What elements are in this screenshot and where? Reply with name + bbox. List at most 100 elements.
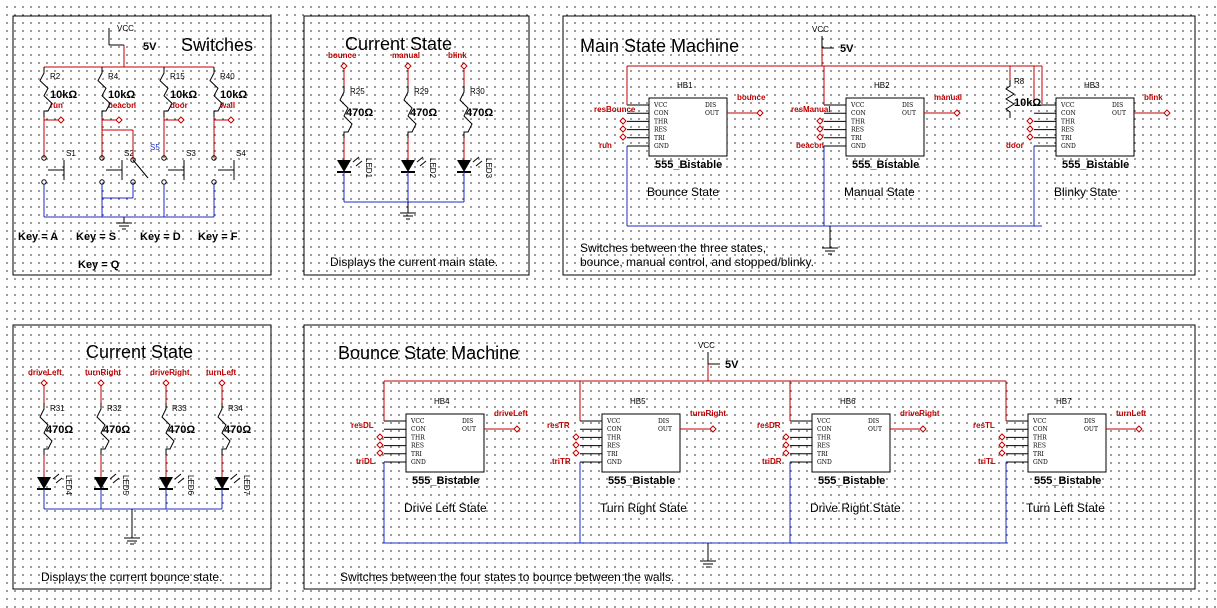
chip-pin-left: RES: [817, 443, 830, 450]
chip-in-port: [572, 433, 580, 441]
chip-out-port: [1135, 425, 1143, 433]
chip-out-port: [756, 109, 764, 117]
led-resistor: [459, 86, 473, 138]
chip-in-port: [998, 433, 1006, 441]
switch-net-port: [177, 116, 185, 124]
led-diode: [159, 477, 173, 489]
chip-tri-label: door: [1006, 141, 1024, 150]
chip-pin-right: OUT: [705, 110, 719, 117]
main-state-machine-panel: [562, 15, 1196, 276]
chip-pin-right: DIS: [462, 418, 473, 425]
chip-res-label: resBounce: [594, 105, 636, 114]
chip-in-port: [619, 125, 627, 133]
chip-state-label: Drive Left State: [404, 501, 487, 515]
chip-pin-right: OUT: [658, 426, 672, 433]
led-diode-ray2: [475, 160, 483, 167]
chip-part: 555_Bistable: [818, 475, 885, 487]
chip-out-label: turnRight: [690, 409, 726, 418]
vcc-volt-main: 5V: [840, 43, 854, 55]
chip-in-port: [998, 449, 1006, 457]
led-net-label: driveRight: [150, 368, 190, 377]
led-ref: LED6: [186, 475, 195, 496]
chip-pin-right: OUT: [1084, 426, 1098, 433]
led-resistor-value: 470Ω: [103, 424, 130, 436]
chip-in-port: [782, 449, 790, 457]
vcc-volt-switches: 5V: [143, 41, 157, 53]
chip-pin-left: TRI: [851, 135, 863, 142]
key-s-label: Key = S: [76, 231, 116, 243]
chip-tri-label: beacon: [796, 141, 824, 150]
vcc-label-main: VCC: [812, 25, 829, 34]
chip-ref: HB6: [840, 397, 856, 406]
led-net-label: turnLeft: [206, 368, 237, 377]
chip-pin-left: VCC: [606, 418, 621, 425]
chip-pin-left: RES: [654, 127, 667, 134]
led-resistor: [96, 403, 110, 455]
chip-in-port: [1026, 125, 1034, 133]
chip-state-label: Turn Right State: [600, 501, 687, 515]
switch-contact: [161, 179, 167, 185]
chip-res-label: resDL: [351, 421, 374, 430]
chip-out-label: driveRight: [900, 409, 940, 418]
led-diode-ray1: [109, 473, 117, 480]
led-resistor: [39, 403, 53, 455]
chip-pin-right: DIS: [1084, 418, 1095, 425]
led-diode-ray2: [355, 160, 363, 167]
led-resistor-ref: R32: [107, 404, 122, 413]
led-net-port: [340, 62, 348, 70]
switch-contact: [41, 179, 47, 185]
ground-symbol-switches: [115, 222, 133, 230]
switch-resistor-ref: R4: [108, 72, 119, 81]
chip-pin-left: THR: [851, 118, 865, 125]
chip-pin-left: THR: [411, 434, 425, 441]
switch-columns: R210kΩrunS1R410kΩbeaconS2R1510kΩdoorS3R4…: [39, 67, 247, 217]
chip-res-label: resTR: [547, 421, 570, 430]
chip-out-port: [709, 425, 717, 433]
led-diode-ray2: [177, 477, 185, 484]
chip-pin-left: THR: [654, 118, 668, 125]
s5-label: S5: [150, 143, 160, 152]
current-main-state-caption: Displays the current main state.: [330, 255, 498, 269]
led-net-port: [404, 62, 412, 70]
chip-pin-left: RES: [1033, 443, 1046, 450]
switch-contact: [99, 179, 105, 185]
switch-net-port: [57, 116, 65, 124]
chip-part: 555_Bistable: [1062, 159, 1129, 171]
switch-resistor: [209, 67, 223, 117]
chip-ref: HB5: [630, 397, 646, 406]
chip-out-port: [953, 109, 961, 117]
ground-symbol-bounce-sm: [699, 560, 717, 568]
led-diode: [94, 477, 108, 489]
switch-resistor-ref: R40: [220, 72, 235, 81]
chip-pin-left: CON: [411, 426, 426, 433]
chip-tri-label: triTR: [552, 457, 571, 466]
chip-ref: HB7: [1056, 397, 1072, 406]
main-state-machine-caption-line2: bounce, manual control, and stopped/blin…: [580, 255, 814, 269]
led-diode: [215, 477, 229, 489]
main-led-columns: bounceR25470ΩLED1manualR29470ΩLED2blinkR…: [328, 51, 493, 202]
chip-pin-right: DIS: [902, 102, 913, 109]
chip-pin-left: THR: [817, 434, 831, 441]
chip-in-port: [816, 117, 824, 125]
r8-value: 10kΩ: [1014, 97, 1041, 109]
chip-body: [1055, 97, 1135, 157]
chip-body: [405, 413, 485, 473]
led-resistor-value: 470Ω: [346, 107, 373, 119]
bounce-state-chips: HB4VCCCONTHRRESTRIGNDDISOUTdriveLeft555_…: [351, 381, 1147, 543]
led-net-label: turnRight: [85, 368, 121, 377]
led-diode-ray1: [52, 473, 60, 480]
chip-pin-left: GND: [817, 459, 832, 466]
led-resistor-ref: R30: [470, 87, 485, 96]
chip-body: [601, 413, 681, 473]
led-resistor: [161, 403, 175, 455]
chip-pin-left: CON: [1033, 426, 1048, 433]
chip-pin-left: RES: [851, 127, 864, 134]
chip-state-label: Blinky State: [1054, 185, 1118, 199]
chip-in-port: [1026, 133, 1034, 141]
led-resistor: [403, 86, 417, 138]
chip-tri-label: run: [599, 141, 612, 150]
chip-body: [1027, 413, 1107, 473]
chip-out-port: [513, 425, 521, 433]
chip-pin-left: VCC: [1032, 418, 1047, 425]
